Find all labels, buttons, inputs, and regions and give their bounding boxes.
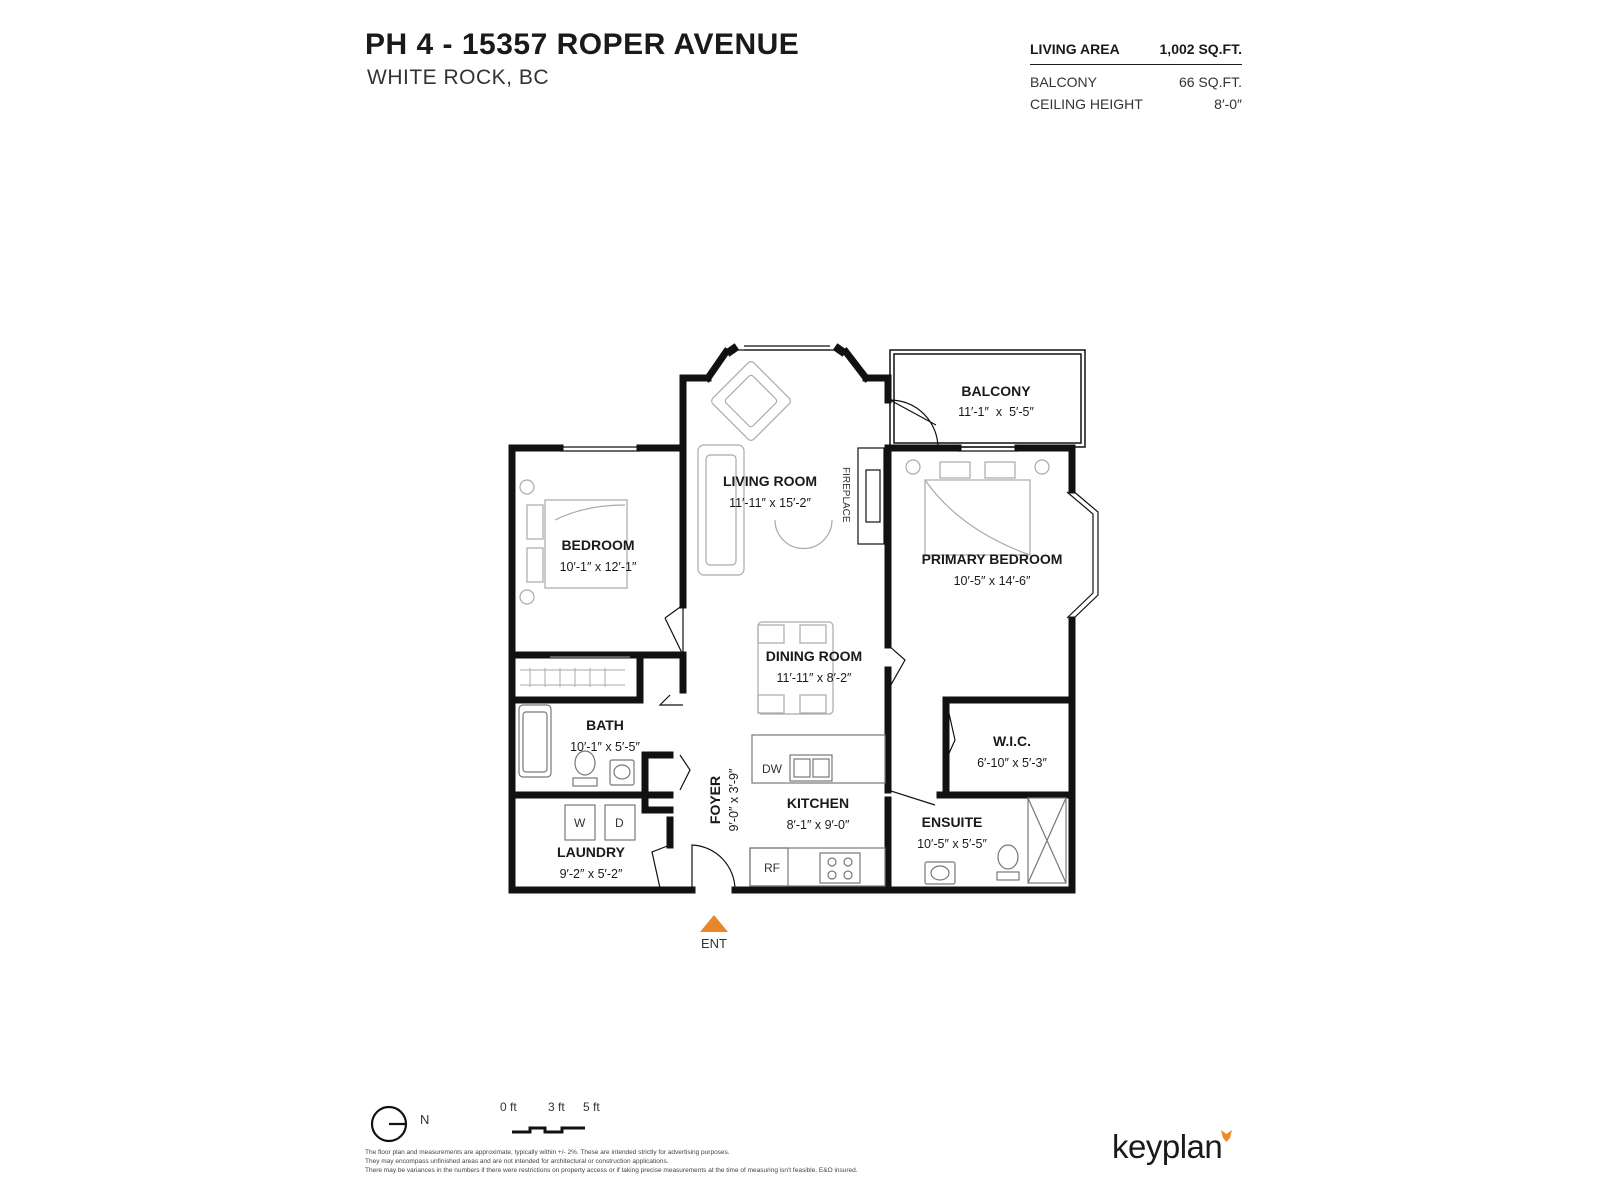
room-balcony: BALCONY 11′-1″ x 5′-5″ <box>958 383 1034 419</box>
room-dimensions: 9′-2″ x 5′-2″ <box>560 867 623 881</box>
stat-label: BALCONY <box>1030 74 1097 90</box>
washer-label: W <box>574 816 586 830</box>
room-name: PRIMARY BEDROOM <box>922 551 1063 567</box>
dryer-label: D <box>615 816 624 830</box>
door-bedroom <box>664 604 684 656</box>
room-name: ENSUITE <box>922 814 983 830</box>
door-entrance <box>691 844 736 891</box>
walls <box>508 347 1076 894</box>
door-laundry <box>651 844 671 889</box>
property-location: WHITE ROCK, BC <box>367 66 550 89</box>
room-name: LAUNDRY <box>557 844 626 860</box>
fridge-label: RF <box>764 861 780 875</box>
room-living: LIVING ROOM 11′-11″ x 15′-2″ <box>723 473 817 510</box>
scale-tick-0: 0 ft <box>500 1100 517 1114</box>
primary-furniture <box>905 459 1050 556</box>
stat-value: 66 SQ.FT. <box>1178 74 1242 90</box>
stat-value: 1,002 SQ.FT. <box>1159 41 1242 57</box>
area-stats: LIVING AREA 1,002 SQ.FT. BALCONY 66 SQ.F… <box>1030 38 1242 115</box>
dining-furniture <box>757 621 834 715</box>
stat-value: 8′-0″ <box>1214 96 1242 112</box>
bath-fixtures <box>518 704 635 787</box>
room-ensuite: ENSUITE 10′-5″ x 5′-5″ <box>917 814 987 851</box>
windows <box>560 345 1099 621</box>
room-dimensions: 10′-1″ x 12′-1″ <box>560 560 637 574</box>
room-name: W.I.C. <box>993 733 1031 749</box>
room-dimensions: 6′-10″ x 5′-3″ <box>977 756 1047 770</box>
fireplace-label: FIREPLACE <box>840 467 851 523</box>
ensuite-fixtures <box>924 797 1067 885</box>
compass-icon <box>370 1105 408 1143</box>
room-dimensions: 10′-5″ x 14′-6″ <box>954 574 1031 588</box>
room-dimensions: 11′-11″ x 8′-2″ <box>777 671 852 685</box>
dishwasher-label: DW <box>762 762 783 776</box>
disclaimer: The floor plan and measurements are appr… <box>365 1148 985 1175</box>
wall-bay-right <box>841 347 871 383</box>
bay-window-caps <box>724 343 848 357</box>
room-name: DINING ROOM <box>766 648 862 664</box>
room-dimensions: 11′-11″ x 15′-2″ <box>729 496 811 510</box>
scale-bar: 0 ft 3 ft 5 ft <box>500 1100 620 1140</box>
room-name: BEDROOM <box>561 537 634 553</box>
stat-label: CEILING HEIGHT <box>1030 96 1143 112</box>
door-ensuite <box>887 789 936 806</box>
room-kitchen: KITCHEN 8′-1″ x 9′-0″ <box>787 795 850 832</box>
room-name: KITCHEN <box>787 795 849 811</box>
entrance-marker <box>700 915 728 932</box>
entrance-label: ENT <box>701 936 727 951</box>
scale-tick-3: 3 ft <box>548 1100 565 1114</box>
room-name: FOYER <box>707 776 723 824</box>
stat-ceiling-height: CEILING HEIGHT 8′-0″ <box>1030 93 1242 115</box>
room-foyer: FOYER 9′-0″ x 3′-9″ <box>707 768 741 831</box>
room-name: BATH <box>586 717 624 733</box>
stat-balcony: BALCONY 66 SQ.FT. <box>1030 71 1242 93</box>
room-primary-bedroom: PRIMARY BEDROOM 10′-5″ x 14′-6″ <box>922 551 1063 588</box>
door-bath <box>658 694 683 706</box>
bedroom-furniture <box>519 479 628 605</box>
fox-icon <box>1221 1130 1232 1142</box>
doors <box>651 399 956 891</box>
scale-graphic <box>512 1126 585 1134</box>
room-dimensions: 9′-0″ x 3′-9″ <box>727 768 741 831</box>
door-linen <box>679 754 691 791</box>
room-name: LIVING ROOM <box>723 473 817 489</box>
laundry-fixtures <box>564 804 636 841</box>
living-furniture <box>697 361 885 576</box>
room-wic: W.I.C. 6′-10″ x 5′-3″ <box>977 733 1047 770</box>
room-dimensions: 10′-1″ x 5′-5″ <box>570 740 640 754</box>
room-bedroom: BEDROOM 10′-1″ x 12′-1″ <box>560 537 637 574</box>
disclaimer-line: There may be variances in the numbers if… <box>365 1167 858 1174</box>
north-label: N <box>420 1112 430 1127</box>
bedroom-closet <box>520 656 630 687</box>
room-dimensions: 11′-1″ x 5′-5″ <box>958 405 1034 419</box>
room-bath: BATH 10′-1″ x 5′-5″ <box>570 717 640 754</box>
door-wic <box>945 699 956 761</box>
wall-bay-left <box>703 347 731 383</box>
disclaimer-line: The floor plan and measurements are appr… <box>365 1149 730 1156</box>
brand-logo: keyplan <box>1112 1128 1223 1165</box>
room-name: BALCONY <box>961 383 1031 399</box>
property-title: PH 4 - 15357 ROPER AVENUE <box>365 28 800 61</box>
room-laundry: LAUNDRY 9′-2″ x 5′-2″ <box>557 844 626 881</box>
door-balcony <box>889 399 939 449</box>
room-dimensions: 8′-1″ x 9′-0″ <box>787 818 850 832</box>
scale-tick-5: 5 ft <box>583 1100 600 1114</box>
room-dining: DINING ROOM 11′-11″ x 8′-2″ <box>766 648 862 685</box>
kitchen-fixtures <box>749 734 886 887</box>
door-primary <box>887 644 906 691</box>
room-dimensions: 10′-5″ x 5′-5″ <box>917 837 987 851</box>
stat-living-area: LIVING AREA 1,002 SQ.FT. <box>1030 38 1242 65</box>
disclaimer-line: They may encompass unfinished areas and … <box>365 1158 669 1165</box>
stat-label: LIVING AREA <box>1030 41 1120 57</box>
